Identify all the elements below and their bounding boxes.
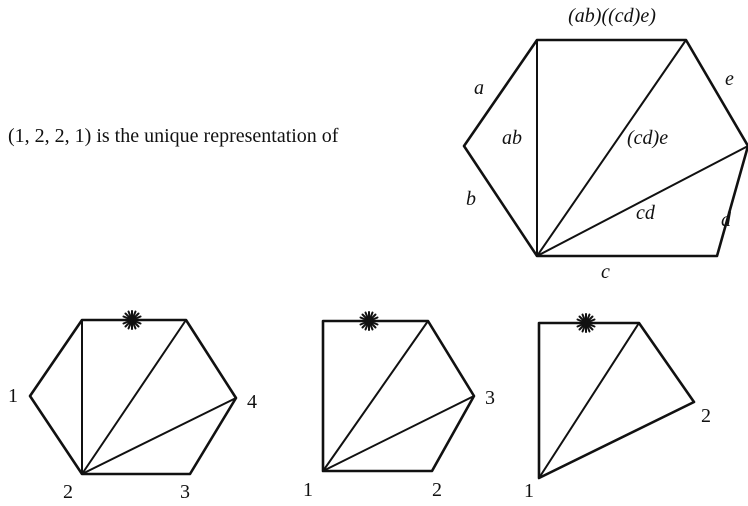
quadrilateral-diagonal xyxy=(538,322,640,479)
diagonal-label-ab: ab xyxy=(502,127,522,149)
pentagon-diagonal-1 xyxy=(322,320,429,472)
small-hexagon-vertex-1: 1 xyxy=(8,385,18,407)
edge-label-b: b xyxy=(466,188,476,210)
top-edge-label: (ab)((cd)e) xyxy=(568,5,656,27)
small-hexagon-vertex-2: 2 xyxy=(63,481,73,503)
pentagon: 1 2 3 xyxy=(303,311,495,501)
caption-text: (1, 2, 2, 1) is the unique representatio… xyxy=(8,125,339,147)
small-hexagon-diagonal-3 xyxy=(81,397,237,475)
small-hexagon-vertex-3: 3 xyxy=(180,481,190,503)
small-hexagon-vertex-4: 4 xyxy=(247,391,257,413)
small-hexagon: 1 2 3 4 xyxy=(8,310,257,503)
pentagon-outline xyxy=(321,319,476,473)
big-hexagon: (ab)((cd)e) a b c d e ab (cd)e cd xyxy=(462,5,748,283)
pentagon-vertex-3: 3 xyxy=(485,387,495,409)
pentagon-vertex-1: 1 xyxy=(303,479,313,501)
diagonal-label-cd: cd xyxy=(636,202,656,224)
diagonal-cde xyxy=(536,39,687,257)
diagonal-cd xyxy=(536,145,748,257)
edge-label-c: c xyxy=(601,261,610,283)
asterisk-marker-icon xyxy=(576,313,596,333)
pentagon-vertex-2: 2 xyxy=(432,479,442,501)
asterisk-marker-icon xyxy=(359,311,379,331)
asterisk-marker-icon xyxy=(122,310,142,330)
quadrilateral-vertex-2: 2 xyxy=(701,405,711,427)
edge-label-d: d xyxy=(721,209,732,231)
edge-label-a: a xyxy=(474,77,484,99)
small-hexagon-diagonal-2 xyxy=(81,319,187,475)
edge-label-e: e xyxy=(725,68,734,90)
quadrilateral-vertex-1: 1 xyxy=(524,480,534,502)
quadrilateral: 1 2 xyxy=(524,313,711,502)
diagonal-label-cde: (cd)e xyxy=(627,127,668,149)
quadrilateral-outline xyxy=(537,321,696,480)
pentagon-diagonal-2 xyxy=(322,395,475,472)
